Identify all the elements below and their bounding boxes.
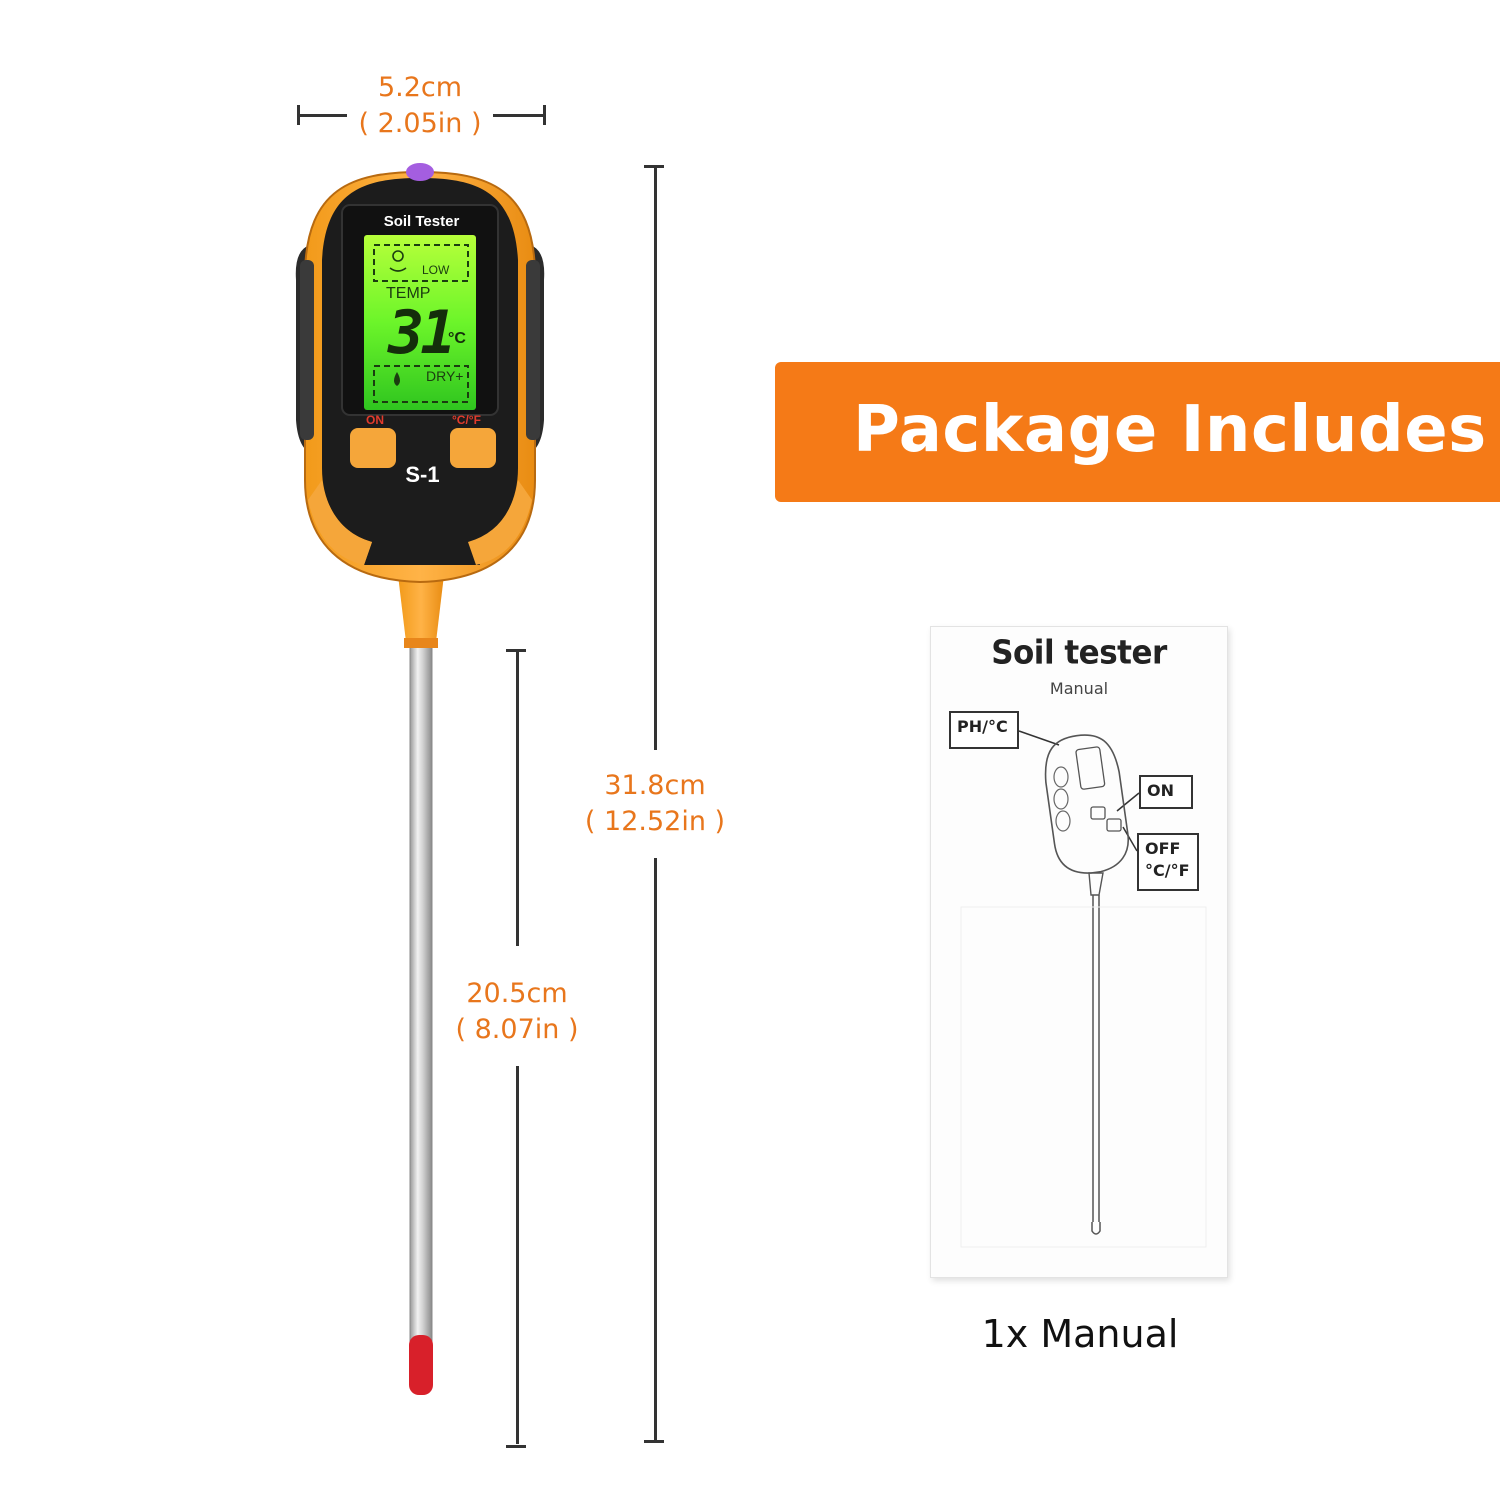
probe-tip [409,1335,433,1395]
drop-icon [394,372,400,386]
soil-tester-device [295,163,545,1395]
total-dim-label: 31.8cm ( 12.52in ) [570,768,740,840]
unit-button [450,428,496,468]
manual-label-on: ON [1139,775,1193,809]
width-in: ( 2.05in ) [358,108,482,139]
manual-title: Soil tester [991,634,1167,672]
temp-label: TEMP [386,285,431,302]
model-label: S-1 [405,462,440,487]
low-label: LOW [422,263,450,277]
total-dim-top-line [654,165,657,750]
probe-dim-top-line [516,649,519,946]
manual-label-unit: °C/°F [1145,861,1190,880]
probe-dim-bottom-tick [506,1445,526,1448]
total-dim-bottom-tick [644,1440,664,1443]
probe-cm: 20.5cm [466,978,568,1009]
width-cm: 5.2cm [377,72,463,103]
width-dim-right-line [493,114,545,117]
manual-label-off-unit: OFF °C/°F [1137,833,1199,891]
manual-device-illustration [960,730,1207,1248]
manual-caption: 1x Manual [981,1312,1179,1356]
banner-title: Package Includes [853,393,1487,467]
total-in: ( 12.52in ) [584,806,726,837]
temp-reading: 31 [388,298,456,368]
unit-button-label: °C/°F [452,413,481,427]
width-dim-left-line [297,114,347,117]
screen-title: Soil Tester [383,213,460,230]
manual-label-off: OFF [1145,839,1181,858]
package-includes-banner: Package Includes [775,362,1500,502]
on-label: ON [366,413,384,427]
on-button [350,428,396,468]
probe-dim-label: 20.5cm ( 8.07in ) [432,976,602,1048]
width-dim-label: 5.2cm ( 2.05in ) [340,70,500,142]
light-button [406,163,434,181]
sun-icon [392,250,404,262]
probe-rod [409,644,433,1346]
manual-label-ph: PH/°C [949,711,1019,749]
temp-unit: °C [448,330,466,347]
total-cm: 31.8cm [604,770,706,801]
probe-dim-bottom-line [516,1066,519,1444]
manual-subtitle: Manual [1049,679,1109,698]
probe-in: ( 8.07in ) [455,1014,579,1045]
device-neck [398,575,444,642]
manual-booklet: Soil tester Manual PH/°C ON OFF °C/°F [930,626,1228,1278]
total-dim-bottom-line [654,858,657,1442]
width-dim-right-tick [543,105,546,125]
dry-label: DRY+ [426,368,464,384]
